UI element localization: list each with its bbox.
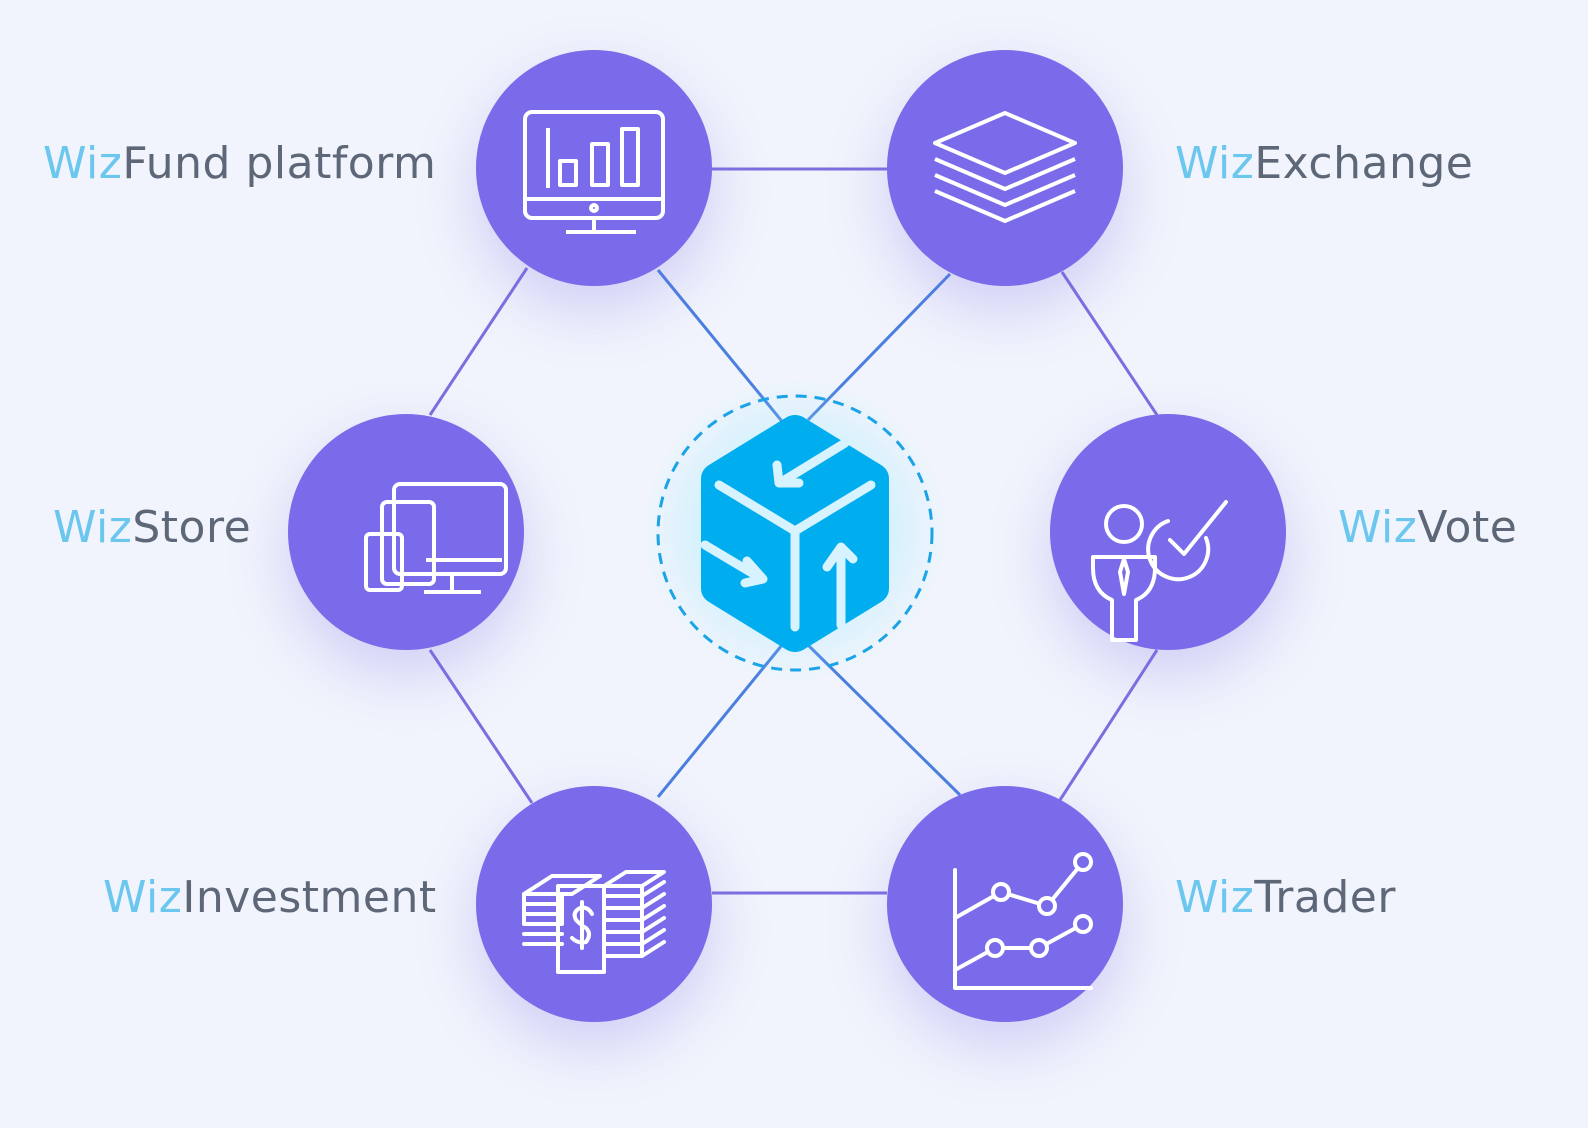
label-store: WizStore [53, 506, 251, 550]
node-investment[interactable] [476, 786, 712, 1022]
label-trader-prefix: Wiz [1175, 872, 1255, 923]
label-investment-name: Investment [182, 872, 437, 923]
label-vote-prefix: Wiz [1338, 502, 1418, 553]
label-exchange-name: Exchange [1254, 138, 1474, 189]
label-fund-name: Fund platform [122, 138, 437, 189]
edge-store-investment [428, 649, 534, 804]
multi-device-icon [364, 482, 508, 594]
label-store-prefix: Wiz [53, 502, 133, 553]
label-exchange: WizExchange [1175, 142, 1473, 186]
node-trader[interactable] [887, 786, 1123, 1022]
hub-ring [656, 394, 934, 672]
label-store-name: Store [132, 502, 252, 553]
label-fund-prefix: Wiz [43, 138, 123, 189]
label-investment-prefix: Wiz [103, 872, 183, 923]
edge-fund-store [428, 267, 529, 416]
person-checkmark-icon [1091, 500, 1228, 642]
money-stack-icon [522, 870, 666, 974]
label-trader: WizTrader [1175, 876, 1396, 920]
node-fund[interactable] [476, 50, 712, 286]
label-vote-name: Vote [1417, 502, 1518, 553]
monitor-bar-chart-icon [523, 110, 665, 234]
node-vote[interactable] [1050, 414, 1286, 650]
layers-stack-icon [933, 111, 1077, 223]
label-trader-name: Trader [1254, 872, 1396, 923]
label-fund: WizFund platform [43, 142, 436, 186]
label-investment: WizInvestment [103, 876, 437, 920]
edge-vote-trader [1058, 649, 1159, 801]
node-store[interactable] [288, 414, 524, 650]
edge-exchange-vote [1060, 271, 1159, 416]
line-chart-icon [953, 852, 1093, 990]
blockchain-cube-icon [700, 415, 889, 652]
node-exchange[interactable] [887, 50, 1123, 286]
label-exchange-prefix: Wiz [1175, 138, 1255, 189]
label-vote: WizVote [1338, 506, 1517, 550]
